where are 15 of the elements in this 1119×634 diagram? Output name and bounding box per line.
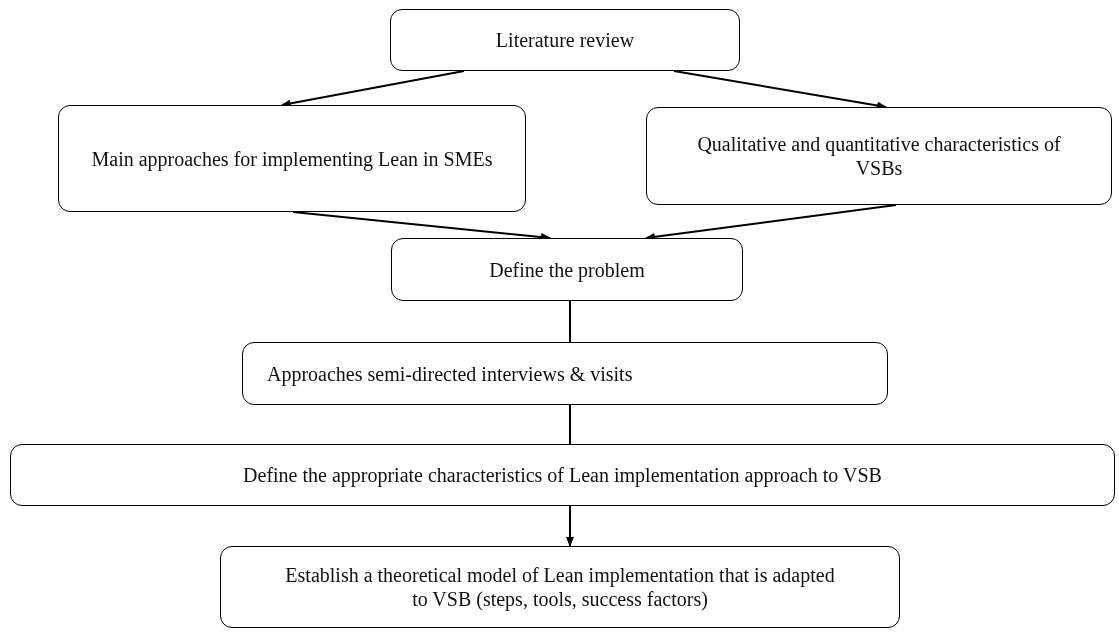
process-box <box>220 546 900 628</box>
box-label: Main approaches for implementing Lean in SMEs <box>91 146 493 171</box>
process-box <box>242 342 888 405</box>
process-box <box>646 107 1112 205</box>
process-box <box>391 238 743 301</box>
box-label: Establish a theoretical model of Lean implementation that is adapted to VSB (steps, tools, success factors) <box>284 563 836 611</box>
process-box <box>58 105 526 212</box>
box-label: Literature review <box>495 28 635 52</box>
process-box <box>10 444 1115 506</box>
box-label: Define the problem <box>489 257 645 282</box>
box-label: Approaches semi-directed interviews & visits <box>267 361 633 386</box>
box-label: Define the appropriate characteristics of Lean implementation approach to VSB <box>243 463 882 487</box>
process-box <box>390 9 740 71</box>
arrow <box>566 505 574 547</box>
box-label: Qualitative and quantitative characteristics of VSBs <box>697 132 1061 180</box>
